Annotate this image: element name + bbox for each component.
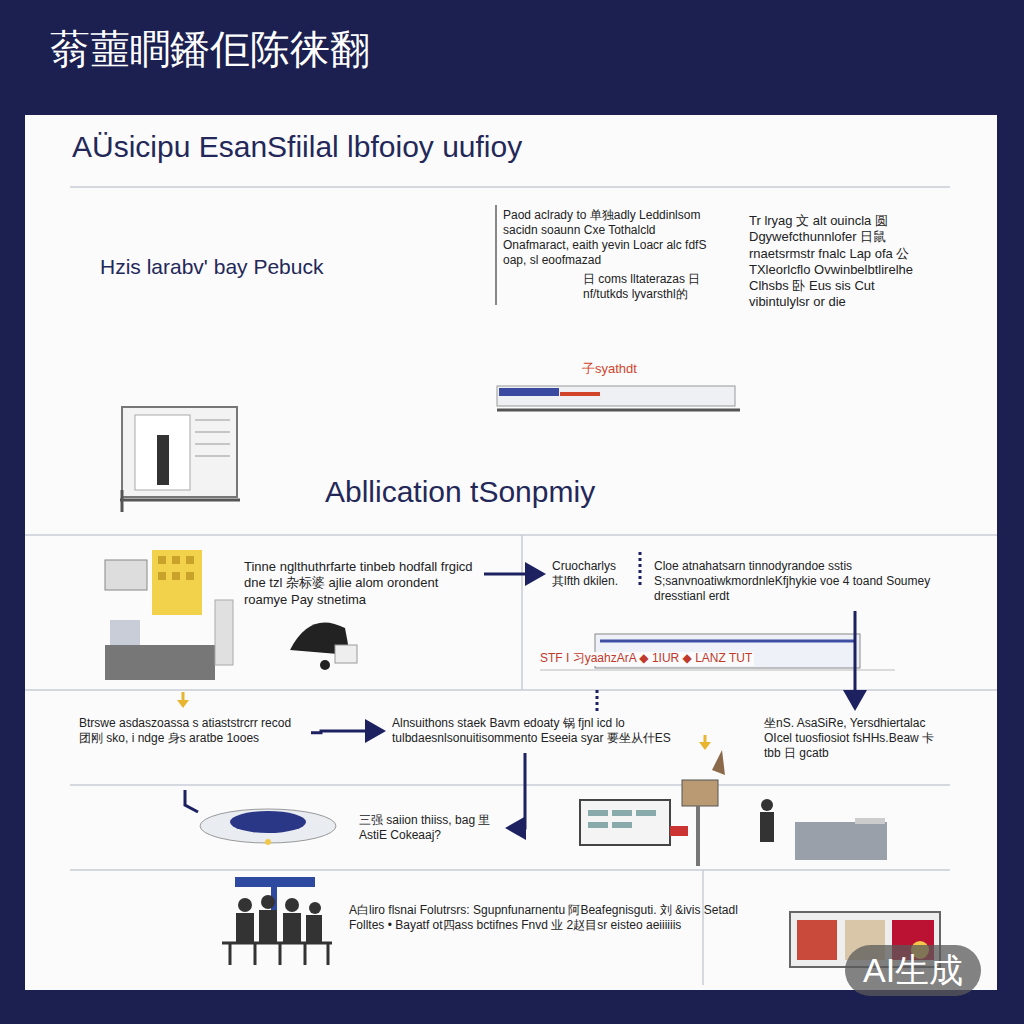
panel-heading: AÜsicipu EsanSfiilal lbfoioy uufioy [72, 130, 522, 165]
text-card: Paod aclrady to 单独adly Leddinlsom sacidn… [495, 205, 725, 305]
text-block: 三强 saiion thiiss, bag 里AstiE Cokeaaj? [355, 810, 503, 846]
text-block: 坐nS. AsaSiRe, Yersdhiertalac OIcel tuosf… [760, 713, 950, 764]
text-block: Alnsuithons staek Bavm edoaty 锅 fjnl icd… [388, 713, 684, 749]
node-text: 坐nS. AsaSiRe, Yersdhiertalac OIcel tuosf… [764, 716, 946, 761]
text-block: A白liro flsnai Folutrsrs: Sgupnfunarnentu… [345, 900, 770, 936]
node-text: 三强 saiion thiiss, bag 里AstiE Cokeaaj? [359, 813, 499, 843]
flow-arrow [854, 611, 857, 708]
text-block: Tr lryag 文 alt ouincla 圆 Dgywefcthunnlof… [745, 210, 930, 314]
node-text: Tr lryag 文 alt ouincla 圆 Dgywefcthunnlof… [749, 213, 926, 311]
node-text: Alnsuithons staek Bavm edoaty 锅 fjnl icd… [392, 716, 680, 746]
section-heading: Abllication tSonpmiy [325, 475, 595, 510]
node-subtext: 日 coms lltaterazas 日 nf/tutkds lyvarsthl… [583, 272, 721, 302]
bar-label: STF I 习yaahzArA ◆ 1IUR ◆ LANZ TUT [538, 652, 754, 666]
flow-arrow [508, 753, 525, 828]
node-text: A白liro flsnai Folutrsrs: Sgupnfunarnentu… [349, 903, 766, 933]
node-text: Btrswe asdaszoassa s atiaststrcrr recod … [79, 716, 303, 746]
flow-arrow [311, 731, 383, 733]
text-block: Cloe atnahatsarn tinnodyrandoe sstis S;s… [650, 556, 948, 607]
node-text: Tinne nglthuthrfarte tinbeb hodfall frgi… [244, 559, 476, 608]
flow-arrow [484, 573, 543, 576]
text-block: Tinne nglthuthrfarte tinbeb hodfall frgi… [240, 556, 480, 611]
text-block: Btrswe asdaszoassa s atiaststrcrr recod … [75, 713, 307, 749]
node-text: Paod aclrady to 单独adly Leddinlsom sacidn… [503, 208, 721, 268]
page-title: 蓊蘁瞷鐇佢陈徕翻 [50, 22, 370, 77]
chart-label: 子syathdt [582, 362, 637, 377]
subheading: Hzis larabv' bay Pebuck [100, 255, 323, 279]
watermark: AI生成 [845, 945, 981, 996]
node-text: Cruocharlys 其lfth dkilen. [552, 559, 626, 589]
node-text: Cloe atnahatsarn tinnodyrandoe sstis S;s… [654, 559, 944, 604]
text-block: Cruocharlys 其lfth dkilen. [548, 556, 630, 592]
